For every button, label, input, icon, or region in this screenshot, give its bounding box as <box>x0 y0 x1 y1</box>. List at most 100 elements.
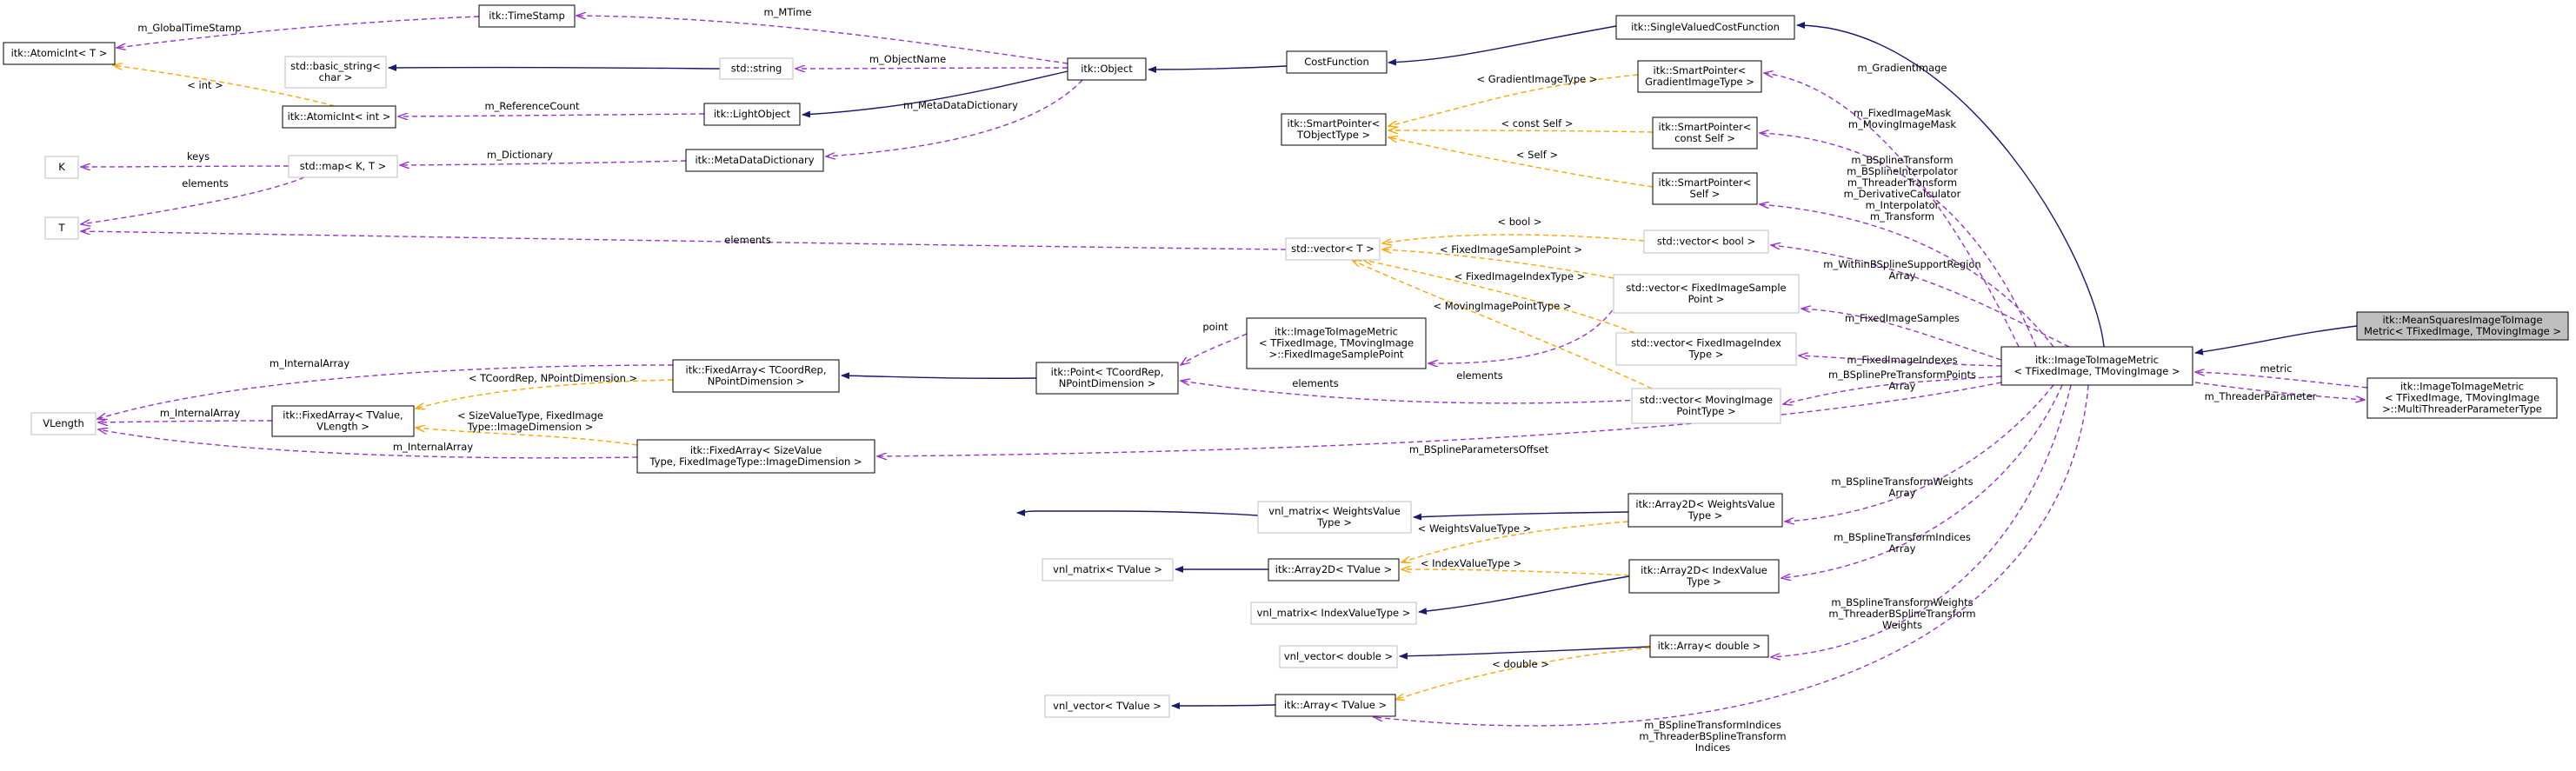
template-line <box>1401 569 1630 576</box>
usage-line <box>2195 372 2368 389</box>
node-label: >::FixedImageSamplePoint <box>1269 349 1404 361</box>
node-label: >::MultiThreaderParameterType <box>2382 403 2542 415</box>
class-node-smart-pointer-tobject[interactable]: itk::SmartPointer<TObjectType > <box>1281 113 1387 146</box>
node-label: itk::AtomicInt< int > <box>288 110 391 123</box>
usage-line <box>2194 382 2365 400</box>
inheritance-line <box>1171 701 1276 709</box>
edge-m-reference-count: m_ReferenceCount <box>398 100 705 116</box>
class-node-fixed-array-tcoord[interactable]: itk::FixedArray< TCoordRep,NPointDimensi… <box>672 359 840 393</box>
usage-line <box>81 231 1287 250</box>
node-box <box>672 359 840 393</box>
class-node-smart-pointer-const-self[interactable]: itk::SmartPointer<const Self > <box>1652 116 1758 150</box>
class-node-k[interactable]: K <box>44 156 79 179</box>
class-node-cost-function[interactable]: CostFunction <box>1286 50 1388 74</box>
class-node-light-object[interactable]: itk::LightObject <box>703 103 801 126</box>
class-node-atomic-int-t[interactable]: itk::AtomicInt< T > <box>3 42 116 65</box>
class-node-smart-pointer-self[interactable]: itk::SmartPointer<Self > <box>1652 172 1758 205</box>
class-node-vnl-vector-double[interactable]: vnl_vector< double > <box>1279 645 1398 668</box>
class-node-std-map[interactable]: std::map< K, T > <box>288 155 398 178</box>
edge-label: < double > <box>1492 658 1549 670</box>
node-label: itk::LightObject <box>714 108 791 120</box>
class-node-metadata-dictionary[interactable]: itk::MetaDataDictionary <box>685 149 824 172</box>
edge-elements-vec-t: elements <box>81 231 1287 250</box>
class-node-point[interactable]: itk::Point< TCoordRep,NPointDimension > <box>1035 362 1179 395</box>
usage-line <box>398 114 705 116</box>
class-node-vnl-vector-tvalue[interactable]: vnl_vector< TValue > <box>1044 695 1170 718</box>
class-node-object[interactable]: itk::Object <box>1067 57 1147 81</box>
node-label: itk::Array2D< IndexValue <box>1641 564 1767 576</box>
class-node-image-to-image-metric[interactable]: itk::ImageToImageMetric< TFixedImage, TM… <box>2000 346 2193 386</box>
usage-line <box>1781 384 2063 578</box>
class-node-std-vector-fixed-sample[interactable]: std::vector< FixedImageSamplePoint > <box>1613 274 1800 314</box>
node-label: itk::MeanSquaresImageToImage <box>2382 314 2542 326</box>
class-node-std-vector-t[interactable]: std::vector< T > <box>1285 237 1381 261</box>
node-box <box>1643 229 1769 254</box>
node-box <box>284 56 387 89</box>
edge-label: Array <box>1889 542 1916 555</box>
edge-m-threader-parameter: m_ThreaderParameter <box>2194 382 2365 402</box>
class-node-smart-pointer-gradient[interactable]: itk::SmartPointer<GradientImageType > <box>1637 60 1762 93</box>
edge-label: < SizeValueType, FixedImage <box>457 409 603 422</box>
class-node-std-vector-moving-point[interactable]: std::vector< MovingImagePointType > <box>1631 388 1781 424</box>
class-node-fixed-array-tvalue[interactable]: itk::FixedArray< TValue,VLength > <box>271 405 415 437</box>
edge-m-gradient-image: m_GradientImage <box>1764 62 2020 348</box>
edges-layer: m_MTimem_GlobalTimeStampm_ObjectNamem_Re… <box>81 6 2368 754</box>
class-node-time-stamp[interactable]: itk::TimeStamp <box>478 4 576 28</box>
class-node-fixed-image-sample-point[interactable]: itk::ImageToImageMetric< TFixedImage, TM… <box>1246 317 1427 369</box>
node-label: std::basic_string< <box>290 60 381 72</box>
node-box <box>1035 362 1179 395</box>
class-node-array2d-tvalue[interactable]: itk::Array2D< TValue > <box>1268 558 1400 582</box>
template-line <box>1388 137 1654 188</box>
node-label: std::vector< FixedImageSample <box>1626 282 1786 294</box>
edge-label: < WeightsValueType > <box>1418 522 1532 535</box>
inheritance-line <box>1796 22 2105 348</box>
template-line <box>1352 260 1653 389</box>
node-label: Type > <box>1316 516 1352 528</box>
node-box <box>636 439 875 474</box>
class-node-atomic-int-int[interactable]: itk::AtomicInt< int > <box>282 105 396 129</box>
node-label: K <box>58 161 65 173</box>
node-label: itk::ImageToImageMetric <box>2035 354 2159 366</box>
class-node-array-double[interactable]: itk::Array< double > <box>1649 635 1769 658</box>
class-node-array-tvalue[interactable]: itk::Array< TValue > <box>1275 694 1396 717</box>
node-label: Self > <box>1690 188 1721 200</box>
class-node-t[interactable]: T <box>44 216 79 240</box>
class-node-single-valued-cost-function[interactable]: itk::SingleValuedCostFunction <box>1615 15 1795 40</box>
edge-label: < FixedImageIndexType > <box>1454 270 1585 282</box>
usage-line <box>98 421 273 422</box>
template-line <box>1382 249 1614 279</box>
edge-label: m_FixedImageMask <box>1854 107 1952 119</box>
node-label: Type > <box>1686 575 1721 588</box>
class-node-std-vector-fixed-index[interactable]: std::vector< FixedImageIndexType > <box>1615 332 1797 366</box>
edge-label: < MovingImagePointType > <box>1433 300 1571 312</box>
class-node-array2d-weights[interactable]: itk::Array2D< WeightsValueType > <box>1627 493 1783 528</box>
class-node-basic-string[interactable]: std::basic_string<char > <box>284 56 387 89</box>
class-node-vnl-matrix-weights[interactable]: vnl_matrix< WeightsValueType > <box>1257 501 1412 534</box>
node-label: std::map< K, T > <box>300 160 387 172</box>
class-node-vnl-matrix-index[interactable]: vnl_matrix< IndexValueType > <box>1250 602 1417 625</box>
class-node-fixed-array-size[interactable]: itk::FixedArray< SizeValueType, FixedIma… <box>636 439 875 474</box>
class-node-std-vector-bool[interactable]: std::vector< bool > <box>1643 229 1769 254</box>
edge-label: m_InternalArray <box>270 357 349 369</box>
node-label: itk::SingleValuedCostFunction <box>1631 21 1780 33</box>
node-label: std::vector< MovingImage <box>1640 394 1773 406</box>
inheritance-line <box>388 63 721 71</box>
template-line <box>1388 74 1639 126</box>
edge-m-bspline-indices: m_BSplineTransformIndicesm_ThreaderBSpli… <box>1374 384 2089 754</box>
edge-label: m_ThreaderParameter <box>2205 390 2317 402</box>
edge-label: < Self > <box>1516 149 1558 161</box>
class-node-vnl-matrix-tvalue[interactable]: vnl_matrix< TValue > <box>1042 558 1174 582</box>
node-box <box>1044 695 1170 718</box>
class-node-std-string[interactable]: std::string <box>719 57 794 80</box>
node-label: itk::TimeStamp <box>489 10 565 22</box>
node-box <box>1250 602 1417 625</box>
edge-elements-map: elements <box>81 176 305 224</box>
edge-label: m_ReferenceCount <box>484 100 580 112</box>
node-box <box>1615 15 1795 40</box>
class-node-vlength[interactable]: VLength <box>30 412 97 435</box>
class-node-array2d-index[interactable]: itk::Array2D< IndexValueType > <box>1628 559 1780 594</box>
class-node-multithreader-param[interactable]: itk::ImageToImageMetric< TFixedImage, TM… <box>2366 377 2558 419</box>
